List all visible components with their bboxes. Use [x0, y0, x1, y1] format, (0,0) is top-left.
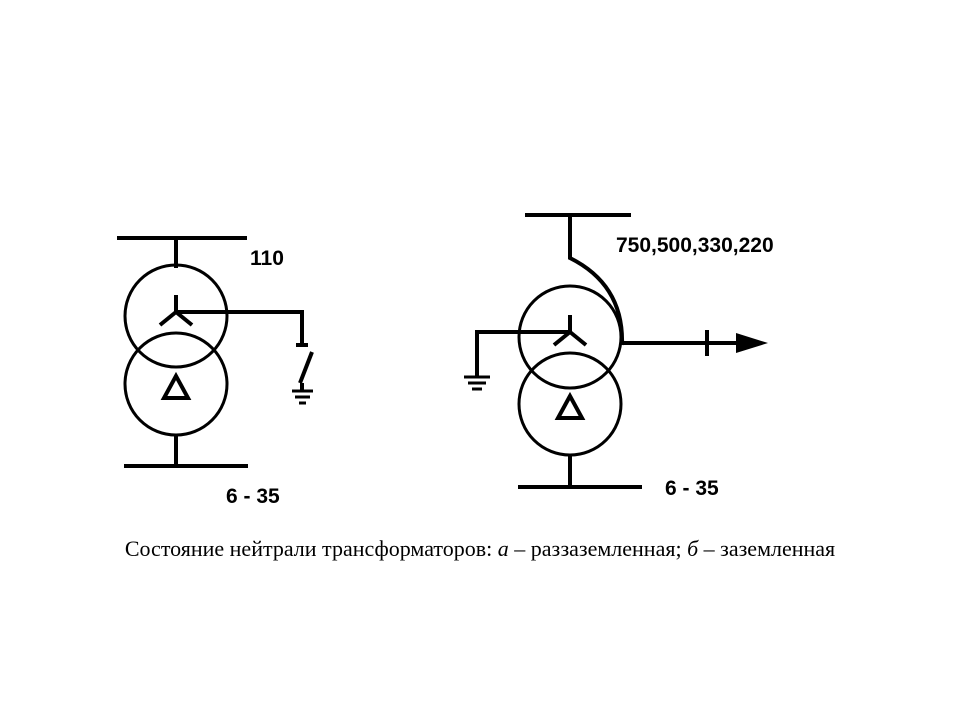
lv-voltage-label-b: 6 - 35: [665, 477, 719, 500]
ground-symbol-icon: [464, 375, 490, 391]
caption-mark-b: б: [687, 536, 699, 561]
hv-winding-circle-a: [123, 263, 229, 369]
diagram-b: 750,500,330,220 6 - 35: [464, 213, 774, 500]
caption-mark-a: а: [497, 536, 509, 561]
hv-voltage-label-b: 750,500,330,220: [616, 234, 774, 257]
wye-symbol-icon: [158, 295, 194, 327]
disconnector-switch-icon: [296, 343, 314, 390]
caption-prefix: Состояние нейтрали трансформаторов:: [124, 536, 498, 561]
lv-winding-circle-a: [123, 331, 229, 437]
caption-text-b: – заземленная: [698, 536, 836, 561]
hv-voltage-label-a: 110: [250, 247, 284, 270]
hv-lead-b: [568, 215, 625, 346]
caption-text-a: – раззаземленная;: [508, 536, 688, 561]
neutral-lead-b: [475, 330, 570, 376]
lv-voltage-label-a: 6 - 35: [226, 485, 280, 508]
wye-symbol-icon: [552, 315, 588, 347]
figure-caption: Состояние нейтрали трансформаторов: а – …: [0, 536, 960, 562]
delta-symbol-icon: [554, 391, 586, 420]
lv-winding-circle-b: [517, 351, 623, 457]
neutral-lead-a: [176, 310, 304, 345]
diagram-a: 110 6 - 35: [117, 236, 314, 508]
delta-symbol-icon: [160, 371, 192, 400]
hv-winding-circle-b: [517, 284, 623, 390]
ground-symbol-icon: [292, 389, 313, 405]
arrow-right-icon: [736, 333, 768, 353]
